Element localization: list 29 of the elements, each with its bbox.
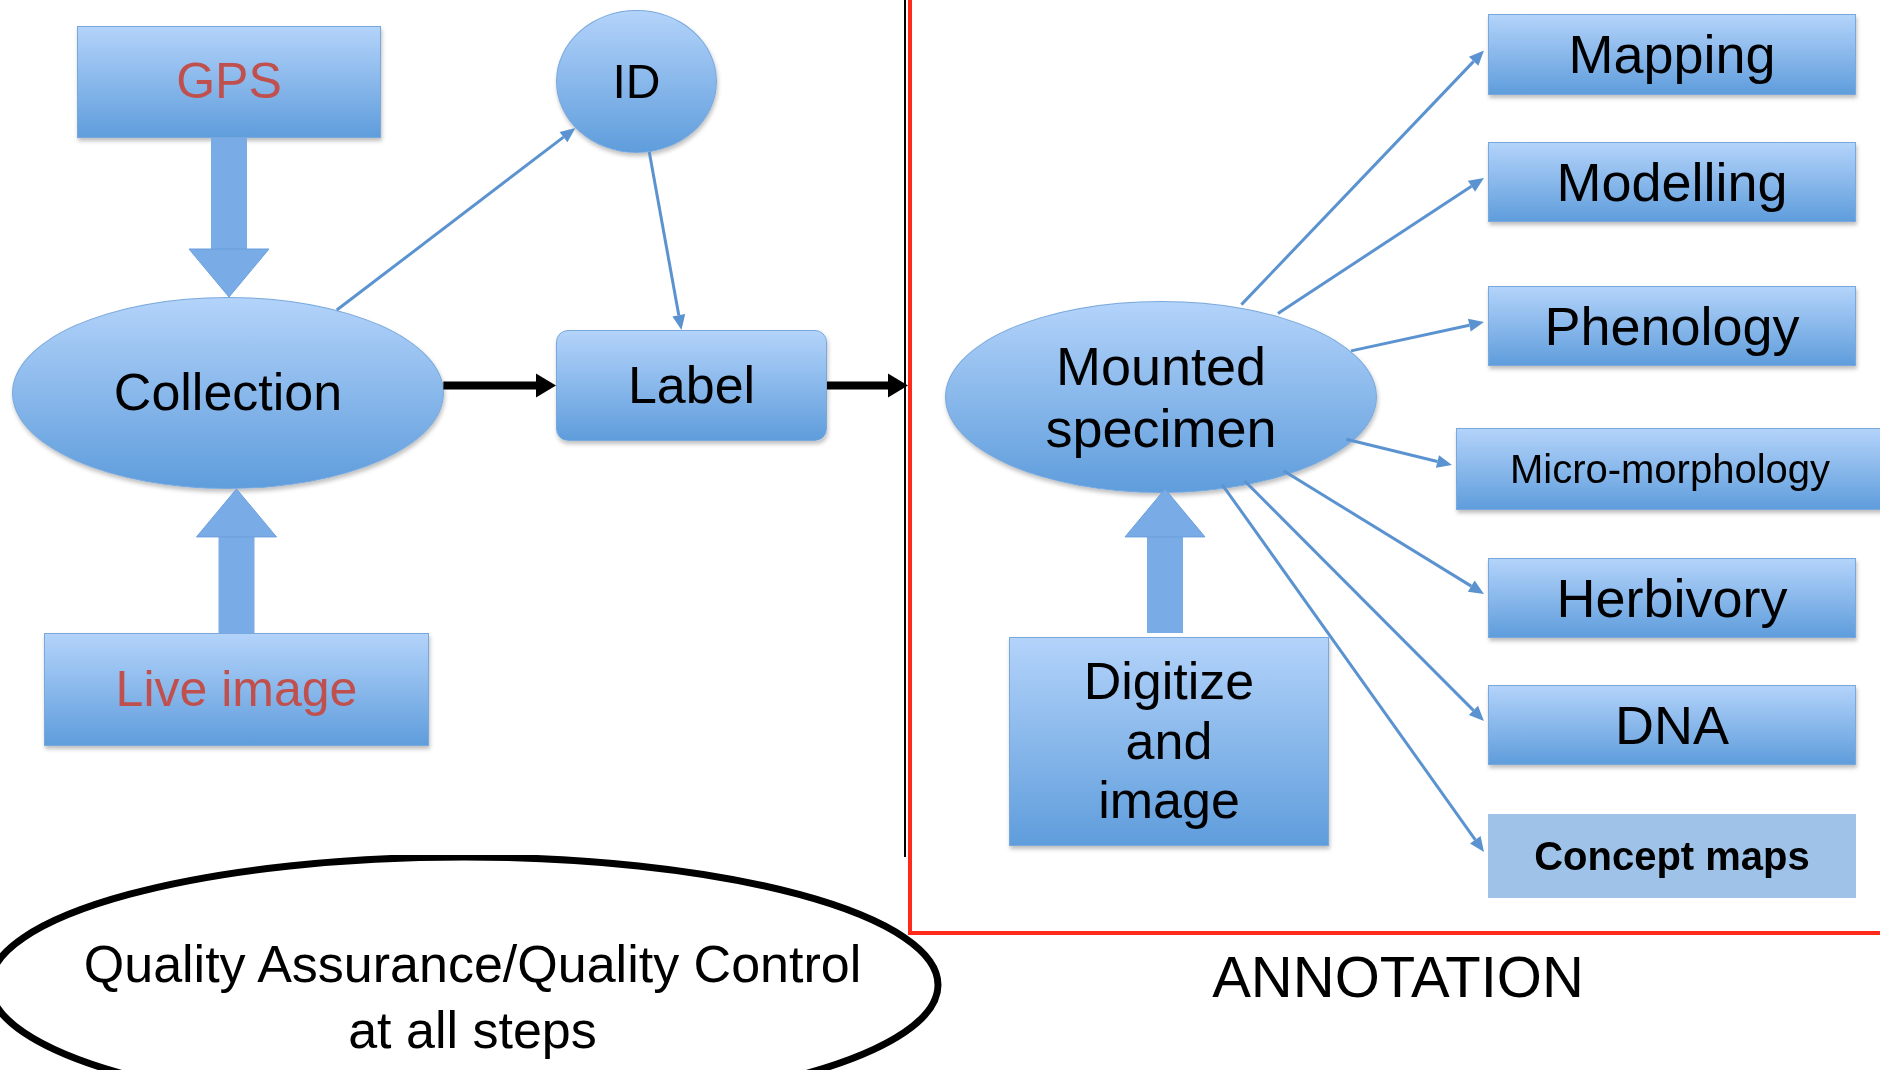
- panel-title: ANNOTATION: [1211, 943, 1585, 1010]
- arrow: [443, 373, 556, 398]
- block-arrow: [196, 488, 277, 633]
- arrow: [1240, 50, 1484, 306]
- herbivory-box: Herbivory: [1488, 558, 1856, 638]
- live-image-box: Live image: [44, 633, 429, 746]
- collection-ellipse: Collection: [12, 297, 444, 489]
- specimen-ellipse: Mounted specimen: [945, 301, 1377, 493]
- digitize-box: Digitize and image: [1009, 637, 1329, 846]
- arrow: [647, 151, 686, 330]
- arrow: [335, 128, 576, 312]
- arrow: [1282, 469, 1484, 594]
- modelling-box: Modelling: [1488, 142, 1856, 222]
- block-arrow: [188, 138, 270, 298]
- id-circle: ID: [556, 10, 717, 153]
- arrow: [1277, 178, 1484, 315]
- arrow: [1345, 437, 1452, 468]
- label-box: Label: [556, 330, 827, 441]
- dna-box: DNA: [1488, 685, 1856, 765]
- concept-maps-box: Concept maps: [1488, 814, 1856, 898]
- gps-box: GPS: [77, 26, 381, 138]
- arrow: [1220, 483, 1484, 852]
- phenology-box: Phenology: [1488, 286, 1856, 366]
- block-arrow: [1124, 488, 1206, 633]
- micro-morphology-box: Micro-morphology: [1456, 428, 1880, 510]
- arrow: [827, 373, 908, 398]
- mapping-box: Mapping: [1488, 14, 1856, 95]
- arrow: [1350, 318, 1484, 353]
- arrow: [1243, 479, 1484, 721]
